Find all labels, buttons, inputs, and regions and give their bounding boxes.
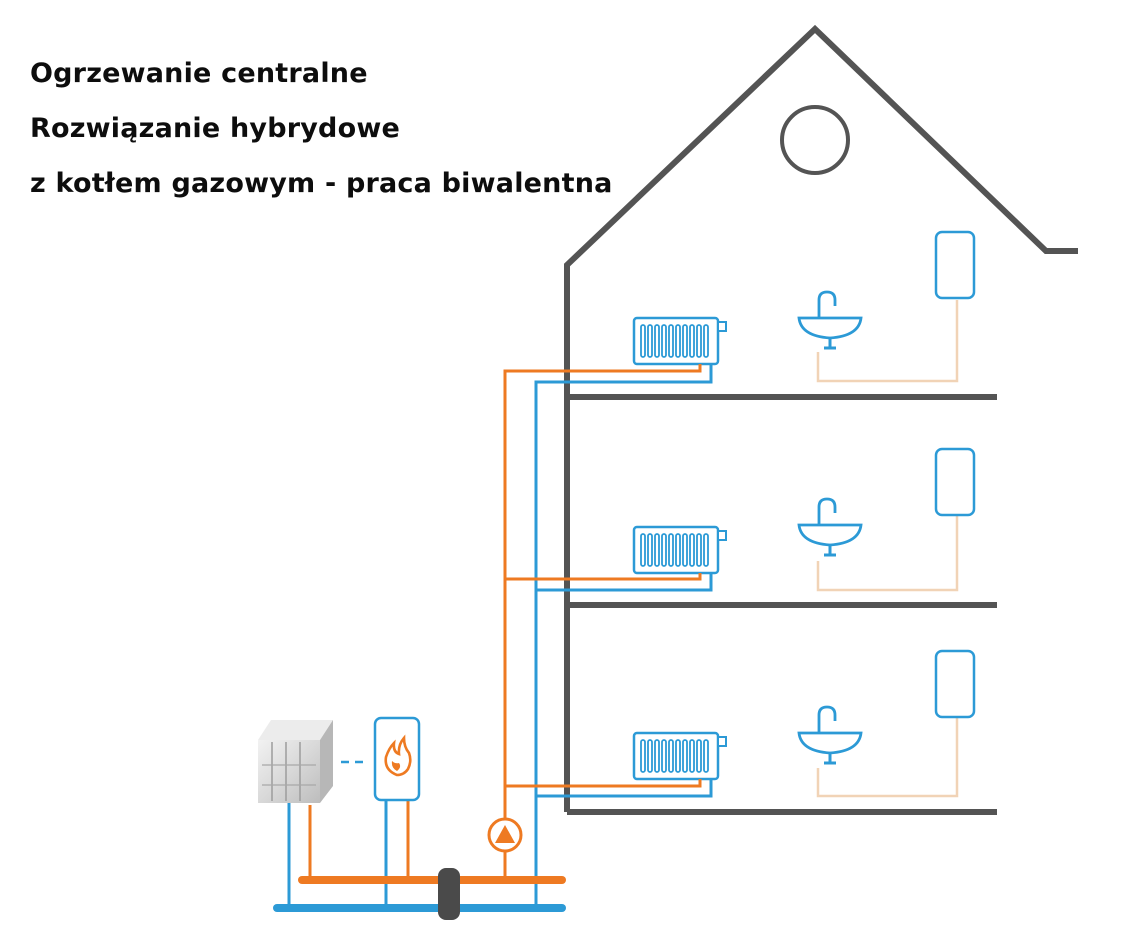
water-heater-icon xyxy=(934,447,976,517)
radiator-icon xyxy=(632,731,728,781)
title-line-2: Rozwiązanie hybrydowe xyxy=(30,113,400,144)
return-pipes xyxy=(287,364,713,908)
radiator-icon xyxy=(632,316,728,366)
title-block: Ogrzewanie centralne Rozwiązanie hybrydo… xyxy=(30,46,670,211)
heat-pump-outdoor-unit xyxy=(258,720,333,803)
gas-boiler-icon xyxy=(373,716,421,802)
floor-2-fixtures xyxy=(632,447,976,575)
water-heater-icon xyxy=(934,649,976,719)
house-outline xyxy=(564,24,1078,815)
floor-3-fixtures xyxy=(632,649,976,781)
radiator-icon xyxy=(632,525,728,575)
supply-pipes xyxy=(308,364,702,880)
floor-1-fixtures xyxy=(632,230,976,366)
washbasin-icon xyxy=(797,705,863,765)
circulation-pump-icon xyxy=(487,817,523,853)
water-heater-icon xyxy=(934,230,976,300)
title-line-3: z kotłem gazowym - praca biwalentna xyxy=(30,168,613,199)
dhw-pipes xyxy=(816,300,959,798)
washbasin-icon xyxy=(797,497,863,557)
title-line-1: Ogrzewanie centralne xyxy=(30,58,368,89)
hydraulic-separator xyxy=(438,868,460,920)
washbasin-icon xyxy=(797,290,863,350)
attic-window xyxy=(780,105,850,175)
flame-icon xyxy=(384,734,412,777)
